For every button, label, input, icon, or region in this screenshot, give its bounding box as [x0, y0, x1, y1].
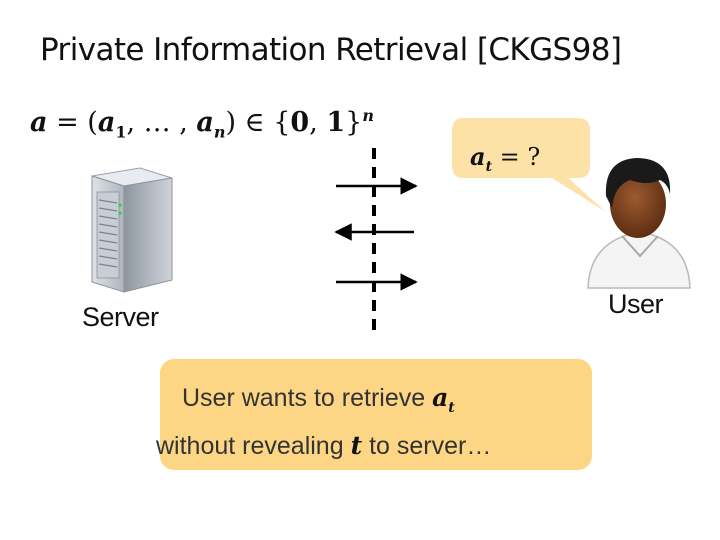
callout-box: User wants to retrieve at without reveal… [156, 359, 592, 470]
callout-var-at: at [432, 383, 455, 416]
server-label: Server [82, 302, 159, 332]
callout-line-1: User wants to retrieve at [182, 383, 455, 416]
vector-formula: a = (a1, … , an) ∈ {0, 1}n [30, 106, 374, 142]
bubble-question: at = ? [470, 142, 541, 175]
callout-var-t: t [350, 431, 363, 460]
server-icon [91, 167, 173, 293]
user-label: User [608, 289, 664, 319]
speech-bubble [452, 118, 606, 212]
callout-line-2: without revealing t to server… [156, 431, 492, 460]
user-avatar-icon [587, 158, 691, 289]
slide-title: Private Information Retrieval [CKGS98] [40, 32, 622, 68]
